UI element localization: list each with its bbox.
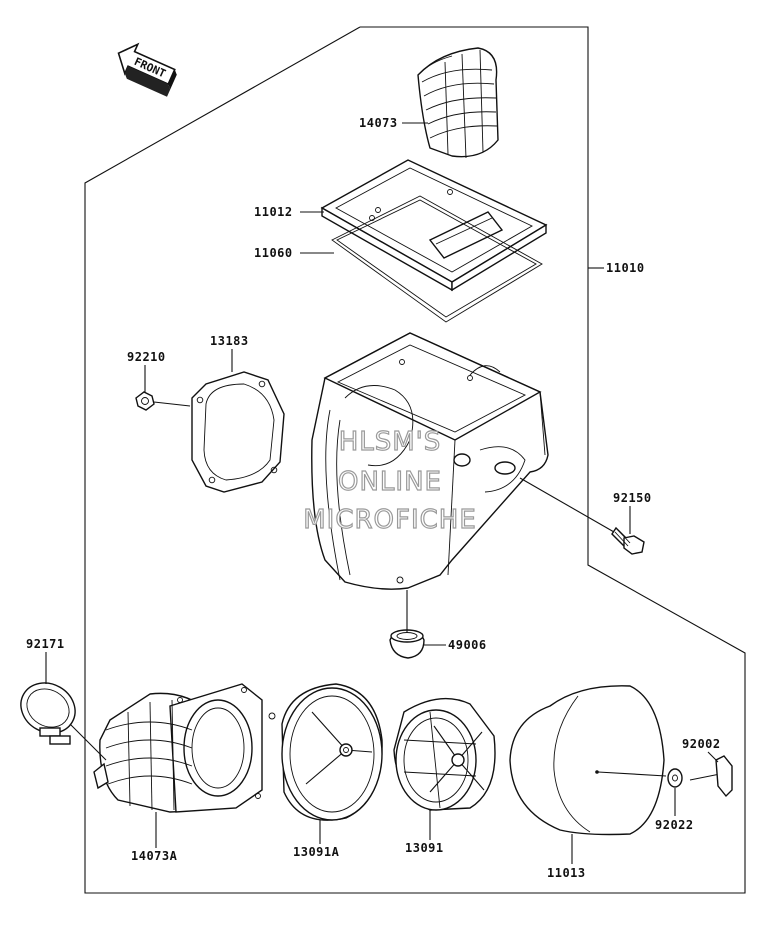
plate-13183 [191,371,285,493]
intake-duct-14073a [93,683,276,813]
cap-49006 [389,629,425,659]
part-labels: 14073 11012 11060 11010 92210 13183 9215… [26,116,721,880]
washer-92022 [667,768,683,788]
front-direction-arrow: FRONT [117,42,177,97]
filter-holder-13091a [281,683,383,821]
watermark-line-2: ONLINE [338,467,442,497]
assembly-outline [84,26,746,894]
foam-filter-11013 [509,685,665,836]
leader-lines [45,122,719,864]
label-92022: 92022 [655,818,694,832]
label-49006: 49006 [448,638,487,652]
label-13091: 13091 [405,841,444,855]
nut-92210 [135,391,155,411]
air-box-body [311,332,549,590]
clamp-92171 [20,682,76,745]
bolt-92150 [611,526,645,555]
label-92210: 92210 [127,350,166,364]
watermark-line-1: HLSM'S [339,427,442,457]
label-11010: 11010 [606,261,645,275]
label-92002: 92002 [682,737,721,751]
label-11060: 11060 [254,246,293,260]
watermark: HLSM'S ONLINE MICROFICHE [303,426,477,535]
label-11013: 11013 [547,866,586,880]
label-92150: 92150 [613,491,652,505]
cover-gasket [331,195,543,323]
label-14073: 14073 [359,116,398,130]
intake-duct-top [417,47,499,159]
label-13183: 13183 [210,334,249,348]
label-14073a: 14073A [131,849,178,863]
label-11012: 11012 [254,205,293,219]
wing-bolt-92002 [689,755,733,798]
watermark-line-3: MICROFICHE [303,505,477,535]
filter-cage-13091 [393,697,496,811]
label-13091a: 13091A [293,845,340,859]
label-92171: 92171 [26,637,65,651]
air-box-cover [320,159,548,292]
